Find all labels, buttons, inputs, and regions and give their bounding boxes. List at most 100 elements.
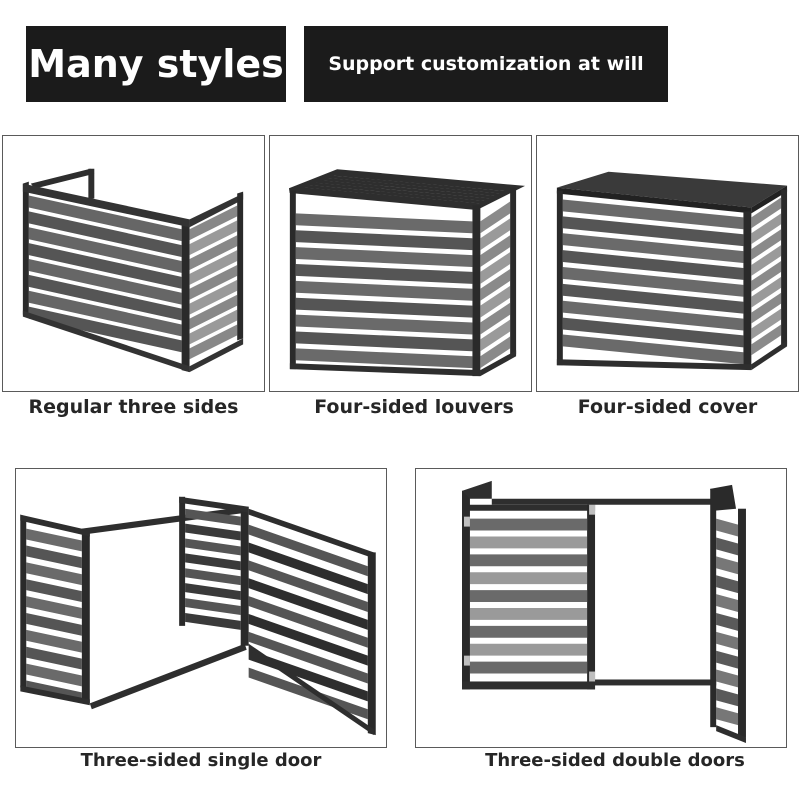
product-image-regular-three-sides xyxy=(2,135,265,392)
louver-slat xyxy=(295,213,473,234)
title-banner: Many styles xyxy=(26,26,286,102)
louver-slat xyxy=(313,179,497,199)
louver-slat xyxy=(28,211,182,258)
louver-slat xyxy=(469,518,588,531)
louver-slat xyxy=(295,348,473,369)
cover-three-sides-illustration xyxy=(22,168,244,373)
louver-slat xyxy=(562,199,744,230)
louver-slat xyxy=(295,263,473,284)
louver-slat xyxy=(469,661,588,674)
louver-slat xyxy=(248,542,368,595)
louver-slat xyxy=(295,247,473,267)
louver-slat xyxy=(716,518,739,537)
louver-slat xyxy=(751,261,782,292)
louver-slat xyxy=(26,528,82,552)
louver-slat xyxy=(751,197,782,229)
louver-slat xyxy=(189,220,238,256)
louver-slat xyxy=(562,233,744,264)
louver-slat xyxy=(562,216,744,247)
louver-slat xyxy=(480,235,511,267)
louver-slat xyxy=(28,274,182,321)
louver-slat xyxy=(26,596,82,619)
louver-slat xyxy=(480,268,511,301)
caption-four-sided-cover: Four-sided cover xyxy=(577,396,758,418)
cover-four-sided-top-illustration xyxy=(556,171,788,371)
louver-slat xyxy=(319,177,502,197)
louver-slat xyxy=(751,308,782,340)
louver-slat xyxy=(716,669,739,688)
louver-slat xyxy=(562,250,744,280)
louver-slat xyxy=(295,280,473,301)
louver-slat xyxy=(716,612,739,631)
product-image-three-sided-single-door xyxy=(15,468,387,748)
louver-slat xyxy=(189,205,238,241)
louver-slat xyxy=(248,649,368,702)
caption-three-sided-single-door: Three-sided single door xyxy=(80,750,322,771)
product-image-four-sided-louvers xyxy=(269,135,532,392)
louver-slat xyxy=(307,182,492,202)
louver-slat xyxy=(295,297,473,318)
louver-slat xyxy=(189,235,238,270)
louver-slat xyxy=(28,306,182,353)
louver-slat xyxy=(26,545,82,569)
louver-slat xyxy=(562,266,744,297)
louver-slat xyxy=(480,319,511,352)
cover-four-sided-louvers-illustration xyxy=(288,169,526,377)
louver-slat xyxy=(295,331,473,352)
louver-slat xyxy=(480,218,511,251)
louver-slat xyxy=(480,201,511,234)
louver-slat xyxy=(26,646,82,670)
louver-slat xyxy=(248,631,368,684)
louver-slat xyxy=(751,229,782,261)
louver-slat xyxy=(248,596,368,648)
louver-slat xyxy=(28,259,182,305)
product-image-three-sided-double-doors xyxy=(415,468,787,748)
louver-slat xyxy=(331,172,512,192)
cover-single-door-illustration xyxy=(20,496,376,736)
louver-slat xyxy=(189,294,238,330)
louver-slat xyxy=(248,560,368,612)
product-image-four-sided-cover xyxy=(536,135,799,392)
louver-slat xyxy=(295,314,473,335)
louver-slat xyxy=(716,556,739,575)
louver-slat xyxy=(301,184,487,204)
louver-slat xyxy=(28,195,182,242)
louver-slat xyxy=(185,508,241,526)
louver-slat xyxy=(469,554,588,567)
louver-slat xyxy=(26,663,82,687)
louver-slat xyxy=(185,612,241,630)
louver-slat xyxy=(716,575,739,594)
louver-slat xyxy=(185,538,241,556)
louver-slat xyxy=(469,608,588,620)
louver-slat xyxy=(716,537,739,556)
page-title: Many styles xyxy=(28,42,284,86)
louver-slat xyxy=(562,317,744,348)
louver-slat xyxy=(469,590,588,603)
louver-slat xyxy=(185,568,241,586)
louver-slat xyxy=(325,174,507,195)
louver-slat xyxy=(562,300,744,331)
louver-slat xyxy=(469,536,588,549)
louver-slat xyxy=(185,553,241,571)
louver-slat xyxy=(28,227,182,273)
louver-slat xyxy=(469,625,588,638)
louver-slat xyxy=(480,285,511,318)
louver-slat xyxy=(480,302,511,335)
louver-slat xyxy=(248,613,368,666)
louver-slat xyxy=(248,524,368,577)
louver-slat xyxy=(562,334,744,365)
page-subtitle: Support customization at will xyxy=(328,53,644,75)
louver-slat xyxy=(189,324,238,360)
louver-slat xyxy=(716,650,739,669)
louver-slat xyxy=(562,283,744,314)
louver-slat xyxy=(751,324,782,356)
subtitle-banner: Support customization at will xyxy=(304,26,668,102)
louver-slat xyxy=(751,245,782,276)
louver-slat xyxy=(26,579,82,603)
louver-slat xyxy=(185,523,241,541)
louver-slat xyxy=(26,612,82,636)
louver-slat xyxy=(480,336,511,369)
louver-slat xyxy=(751,276,782,308)
louver-slat xyxy=(189,264,238,300)
louver-slat xyxy=(751,292,782,324)
